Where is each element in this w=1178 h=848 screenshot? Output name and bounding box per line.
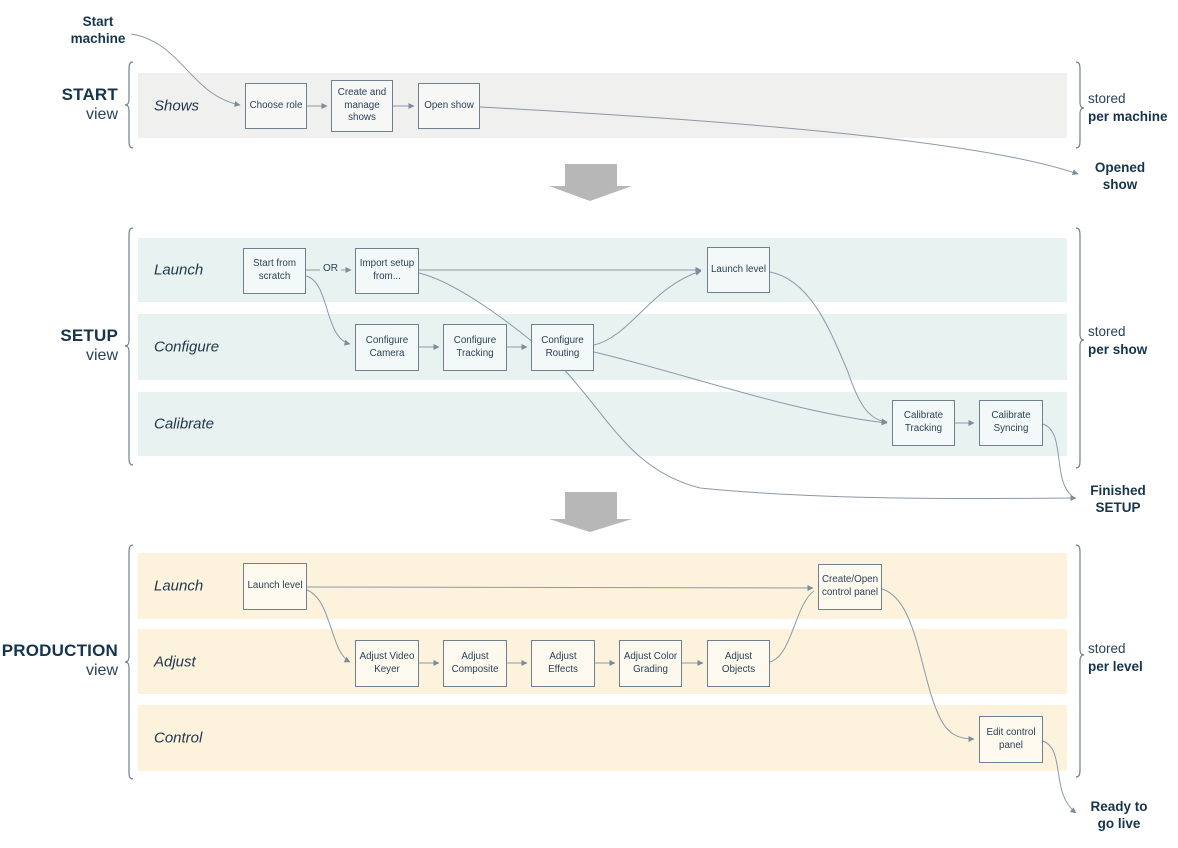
lane-production-adjust [138,629,1067,694]
stored-label-setup: stored [1088,324,1126,339]
brace-left-production [124,544,134,780]
section-view-production-text: view [85,662,118,679]
edge-launchlevel-to-adjustvideo [306,589,351,663]
section-arrow-setup-to-production [549,492,632,532]
box-choose-role: Choose role [245,83,307,129]
stored-label-start: stored [1088,91,1126,106]
edge-launchlevel-to-createopen [306,584,814,591]
section-arrow-start-to-setup [549,164,632,201]
lane-label-setup-launch: Launch [154,261,204,279]
box-launch-level-setup: Launch level [707,247,770,293]
annotation-start-machine: Start machine [70,14,126,46]
box-configure-tracking: Configure Tracking [443,324,507,371]
brace-left-setup [124,227,134,466]
box-start-from-scratch: Start from scratch [243,248,306,294]
lane-label-control: Control [154,729,203,747]
brace-right-start [1075,61,1085,149]
box-edit-control-panel: Edit control panel [979,716,1043,763]
lane-label-calibrate: Calibrate [154,415,215,433]
lane-production-control [138,705,1067,771]
section-view-setup-text: view [85,347,118,364]
brace-right-production [1075,544,1085,778]
annotation-finished-setup: Finished SETUP [1090,483,1146,515]
edge-createopen-to-editpanel [881,588,975,742]
box-create-open-control-panel: Create/Open control panel [818,564,882,610]
edge-launchlevel-to-calibratetracking [769,271,888,425]
edge-scratch-to-configurecamera [305,275,351,346]
box-launch-level-production: Launch level [243,563,307,610]
brace-left-start [124,61,134,149]
lane-label-configure: Configure [154,338,220,356]
lane-label-prod-launch: Launch [154,577,204,595]
lane-setup-configure [138,314,1067,380]
edge-startmachine-to-chooserole [130,33,241,107]
or-connector-label: OR [320,263,341,274]
brace-right-setup [1075,227,1085,469]
edge-editpanel-to-ready [1042,740,1077,814]
edge-import-to-finishedsetup [418,272,1077,502]
box-adjust-color-grading: Adjust Color Grading [619,640,682,687]
section-title-start: START view [0,85,118,124]
section-title-setup: SETUP view [0,326,118,365]
box-create-manage-shows: Create and manage shows [331,80,393,132]
box-import-setup-from: Import setup from... [355,248,419,294]
stored-note-setup: stored per show [1088,323,1147,359]
box-adjust-composite: Adjust Composite [443,640,507,687]
box-configure-routing: Configure Routing [531,324,594,371]
box-calibrate-tracking: Calibrate Tracking [892,400,955,446]
section-title-start-text: START [61,85,118,104]
section-title-production: PRODUCTION view [0,641,118,680]
lane-label-adjust: Adjust [154,653,196,671]
stored-scope-production: per level [1088,659,1143,674]
edge-objects-to-createopen [769,590,815,663]
edge-syncing-to-finishedsetup [1042,423,1073,497]
edge-routing-to-launchlevel [593,269,702,346]
annotation-opened-show: Opened show [1094,160,1146,192]
stored-note-start: stored per machine [1088,90,1168,126]
annotation-ready-to-go-live: Ready to go live [1090,799,1148,831]
lane-label-shows: Shows [154,97,200,115]
section-title-production-text: PRODUCTION [1,641,118,660]
box-adjust-objects: Adjust Objects [707,640,770,687]
stored-scope-start: per machine [1088,109,1168,124]
stored-label-production: stored [1088,641,1126,656]
stored-note-production: stored per level [1088,640,1143,676]
section-title-setup-text: SETUP [60,326,118,345]
edge-routing-to-calibratetracking [593,351,888,426]
box-adjust-video-keyer: Adjust Video Keyer [355,640,419,687]
box-calibrate-syncing: Calibrate Syncing [979,400,1043,446]
edge-openshow-to-openedshow [479,106,1079,176]
stored-scope-setup: per show [1088,342,1148,357]
box-adjust-effects: Adjust Effects [531,640,595,687]
box-configure-camera: Configure Camera [355,324,419,371]
section-view-start-text: view [85,106,118,123]
box-open-show: Open show [418,83,480,129]
